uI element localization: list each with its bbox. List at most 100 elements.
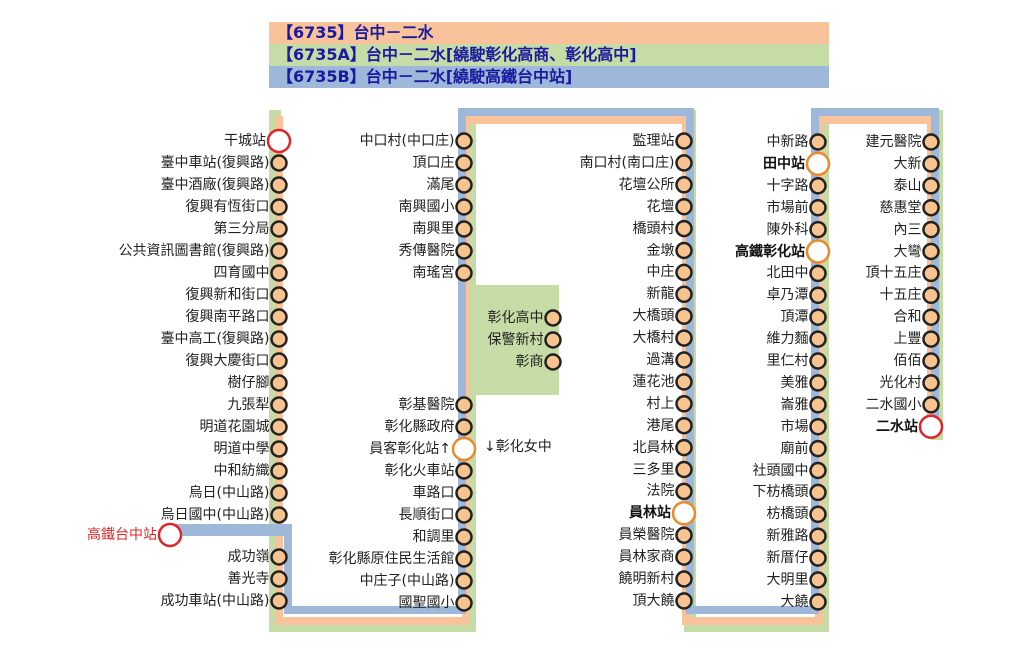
stop-marker bbox=[270, 418, 288, 436]
stop-label: 上豐 bbox=[893, 331, 922, 348]
stop-marker bbox=[675, 460, 693, 479]
stop-marker bbox=[455, 594, 473, 612]
stop-label: 高鐵彰化站 bbox=[735, 243, 805, 260]
stop-label: 彰化高中 bbox=[487, 310, 544, 326]
stop-label: 中新路 bbox=[766, 134, 809, 150]
stop-label: 法院 bbox=[646, 483, 675, 500]
stop-label: 成功車站(中山路) bbox=[160, 593, 270, 609]
stop-marker bbox=[455, 572, 473, 590]
route-band-6735-top3 bbox=[815, 116, 935, 124]
stop-label: 彰化縣原住民生活館 bbox=[328, 551, 455, 567]
stop-label: 頂口庄 bbox=[412, 155, 455, 171]
stop-marker bbox=[675, 219, 693, 238]
stop-label: 國聖國小 bbox=[398, 595, 455, 611]
stop-label: 市場前 bbox=[766, 199, 809, 216]
stop-marker bbox=[270, 220, 288, 238]
stop-marker bbox=[918, 414, 944, 439]
legend-route-6735: 【6735】台中－二水 bbox=[269, 22, 829, 44]
stop-label: 明道中學 bbox=[213, 441, 270, 457]
stop-marker bbox=[675, 395, 693, 413]
stop-marker bbox=[455, 550, 473, 568]
stop-label: 員客彰化站↑ bbox=[369, 441, 451, 457]
stop-marker bbox=[544, 331, 562, 349]
stop-marker bbox=[270, 264, 288, 282]
stop-label: 秀傳醫院 bbox=[398, 243, 455, 259]
stop-label: 陳外科 bbox=[766, 221, 809, 238]
stop-label: 樹仔腳 bbox=[227, 375, 270, 391]
stop-marker bbox=[270, 592, 288, 610]
stop-label: 下枋橋頭 bbox=[752, 484, 809, 501]
stop-marker bbox=[270, 154, 288, 172]
route-band-6735-top2 bbox=[462, 116, 690, 124]
stop-marker bbox=[455, 242, 473, 260]
stop-marker bbox=[270, 440, 288, 458]
stop-marker bbox=[809, 505, 827, 524]
route-band-6735b-hsr bbox=[170, 524, 292, 536]
stop-marker bbox=[809, 352, 827, 370]
stop-label: 花壇 bbox=[646, 198, 675, 215]
stop-label: 彰商 bbox=[515, 354, 544, 370]
stop-marker bbox=[922, 220, 940, 239]
stop-marker bbox=[455, 220, 473, 238]
stop-label: 南口村(南口庄) bbox=[579, 154, 675, 171]
stop-marker bbox=[455, 132, 473, 150]
stop-marker bbox=[270, 570, 288, 588]
stop-marker bbox=[922, 155, 940, 173]
stop-label: 過溝 bbox=[646, 352, 675, 368]
stop-label: 臺中酒廠(復興路) bbox=[160, 177, 270, 193]
stop-marker bbox=[809, 133, 827, 151]
stop-label: 內三 bbox=[893, 221, 922, 238]
stop-label: 二水站 bbox=[876, 418, 918, 435]
stop-label: 復興大慶街口 bbox=[185, 353, 270, 369]
stop-label: 大新 bbox=[893, 155, 922, 172]
stop-marker bbox=[922, 352, 940, 370]
stop-marker bbox=[270, 308, 288, 326]
route-band-6735b-bottom2 bbox=[686, 606, 819, 614]
stop-marker bbox=[809, 571, 827, 589]
stop-marker bbox=[270, 286, 288, 304]
stop-label: 花壇公所 bbox=[618, 176, 675, 193]
stop-marker bbox=[455, 176, 473, 194]
stop-marker bbox=[675, 570, 693, 588]
route-band-6735b-top3 bbox=[811, 108, 939, 116]
stop-label: 車路口 bbox=[412, 485, 455, 501]
stop-marker bbox=[270, 176, 288, 194]
stop-marker bbox=[157, 522, 183, 548]
stop-label: 大彎 bbox=[893, 243, 922, 260]
stop-label: 成功嶺 bbox=[227, 549, 270, 565]
stop-label: 田中站 bbox=[763, 155, 805, 172]
stop-marker bbox=[455, 418, 473, 436]
stop-label: 中口村(中口庄) bbox=[359, 133, 455, 149]
stop-marker bbox=[270, 462, 288, 480]
stop-marker bbox=[270, 198, 288, 216]
stop-label: 十五庄 bbox=[879, 287, 922, 304]
stop-marker bbox=[675, 263, 693, 282]
stop-marker bbox=[809, 220, 827, 239]
stop-label: 新厝仔 bbox=[766, 550, 809, 567]
stop-label: 三多里 bbox=[632, 461, 675, 478]
stop-label: 南瑤宮 bbox=[412, 265, 455, 281]
stop-marker bbox=[809, 330, 827, 348]
stop-marker bbox=[675, 197, 693, 216]
stop-marker bbox=[455, 154, 473, 172]
stop-label: 大明里 bbox=[766, 572, 809, 588]
stop-marker bbox=[675, 592, 693, 610]
route-band-6735b-col1 bbox=[284, 524, 292, 614]
stop-label: 港尾 bbox=[646, 417, 675, 434]
stop-marker bbox=[270, 374, 288, 392]
stop-label: 合和 bbox=[893, 309, 922, 326]
stop-label: 光化村 bbox=[879, 374, 922, 391]
stop-label: 南興里 bbox=[412, 221, 455, 237]
stop-marker bbox=[805, 151, 831, 177]
stop-label: 枋橋頭 bbox=[766, 506, 809, 523]
stop-marker bbox=[809, 177, 827, 195]
route-band-6735-bottom1 bbox=[275, 617, 470, 625]
stop-marker bbox=[675, 438, 693, 457]
stop-marker bbox=[270, 330, 288, 348]
route-band-6735-col1 bbox=[275, 116, 283, 625]
stop-label: 北員林 bbox=[632, 439, 675, 456]
stop-marker bbox=[922, 242, 940, 261]
stop-marker bbox=[809, 527, 827, 545]
stop-label: 彰化火車站 bbox=[384, 463, 455, 479]
route-band-6735a-detour bbox=[464, 285, 559, 395]
